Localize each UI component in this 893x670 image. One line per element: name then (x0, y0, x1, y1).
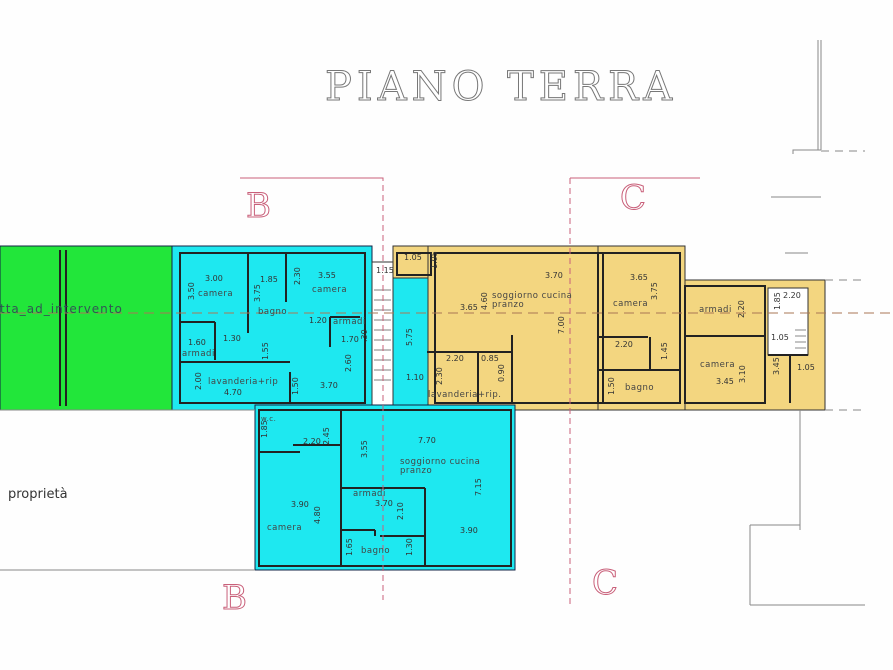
dimension: 2.20 (737, 300, 746, 318)
room-label: camera (613, 299, 649, 309)
dimension: 1.45 (660, 342, 669, 360)
yellow-top-notch (392, 245, 429, 279)
dimension: 1.05 (771, 333, 789, 342)
room-label: pranzo (492, 300, 525, 310)
room-label: bagno (361, 546, 391, 556)
room-label: camera (267, 523, 303, 533)
room-label: armadi (699, 305, 732, 315)
stairwell (767, 287, 809, 356)
dimension: 3.45 (716, 377, 734, 386)
dimension: 1.05 (430, 251, 439, 269)
dimension: 0.90 (497, 364, 506, 382)
dimension: 3.50 (187, 282, 196, 300)
room-label: armadi (353, 489, 386, 499)
dimension: 3.45 (772, 357, 781, 375)
room-label: camera (700, 360, 736, 370)
dimension: 3.10 (738, 365, 747, 383)
room-label: camera (198, 289, 234, 299)
dimension: 3.00 (205, 274, 223, 283)
dimension: 2.00 (194, 372, 203, 390)
dimension: 2.20 (615, 340, 633, 349)
dimension: 2.20 (783, 291, 801, 300)
dimension: 3.65 (630, 273, 648, 282)
stairs-strip (371, 261, 394, 406)
dimension: 3.90 (291, 500, 309, 509)
green-unit (0, 245, 173, 411)
dimension: 2.20 (446, 354, 464, 363)
dimension: 5.75 (405, 328, 414, 346)
dimension: 4.70 (224, 388, 242, 397)
dimension: 1.60 (188, 338, 206, 347)
dimension: 2.30 (435, 367, 444, 385)
room-label: lavanderia+rip. (428, 390, 502, 400)
dimension: .30 (360, 329, 369, 342)
dimension: 1.65 (345, 538, 354, 556)
room-label: soggiorno cucina (492, 291, 573, 301)
dimension: 1.50 (291, 377, 300, 395)
dimension: 7.00 (557, 316, 566, 334)
room-label: soggiorno cucina (400, 457, 481, 467)
dimension: 2.10 (396, 502, 405, 520)
dimension: 3.65 (460, 303, 478, 312)
cyan-top-unit (171, 245, 373, 411)
dimension: 3.75 (253, 284, 262, 302)
dimension: 3.70 (545, 271, 563, 280)
dimension: 3.90 (460, 526, 478, 535)
dimension: 2.20 (303, 437, 321, 446)
section-c-label-top: C (619, 178, 647, 219)
dimension: 1.85 (260, 420, 269, 438)
dimension: 1.85 (260, 275, 278, 284)
room-label: bagno (258, 307, 288, 317)
plan-title: PIANO TERRA (324, 64, 678, 111)
section-c-label-bottom: C (591, 563, 619, 604)
dimension: 3.70 (320, 381, 338, 390)
dimension: 1.15 (376, 266, 394, 275)
dimension: 1.10 (406, 373, 424, 382)
dimension: 1.50 (607, 377, 616, 395)
green-area-label: tta_ad_intervento (0, 302, 123, 316)
dimension: 3.55 (318, 271, 336, 280)
room-label: lavanderia+rip (208, 377, 279, 387)
room-label: bagno (625, 383, 655, 393)
dimension: 1.05 (404, 253, 422, 262)
dimension: 1.30 (223, 334, 241, 343)
dimension: 1.70 (341, 335, 359, 344)
room-label: armadi (333, 317, 366, 327)
context-lines (0, 40, 865, 606)
section-b-label-bottom: B (222, 578, 248, 619)
room-label: camera (312, 285, 348, 295)
room-label: pranzo (400, 466, 433, 476)
dimension: 1.05 (797, 363, 815, 372)
yellow-right-unit (597, 245, 686, 411)
proprieta-label: proprietà (8, 487, 68, 502)
dimension: 7.70 (418, 436, 436, 445)
interior-walls (59, 250, 808, 567)
section-b-label-top: B (246, 186, 272, 227)
dimension: 1.85 (773, 292, 782, 310)
dimension: 2.45 (322, 427, 331, 445)
room-label: armadi (182, 349, 215, 359)
dimension: 1.20 (309, 316, 327, 325)
dimension: 0.85 (481, 354, 499, 363)
dimension: 3.75 (650, 282, 659, 300)
dimension: 3.55 (360, 440, 369, 458)
dimension: 1.30 (405, 538, 414, 556)
dimension: 1.55 (261, 342, 270, 360)
dimension: 3.70 (375, 499, 393, 508)
dimension: 2.30 (293, 267, 302, 285)
room-label: w.c. (261, 415, 277, 423)
dimension: 7.15 (474, 478, 483, 496)
dimension: 2.60 (344, 354, 353, 372)
dimension: 4.80 (313, 506, 322, 524)
dimension: 4.60 (480, 292, 489, 310)
